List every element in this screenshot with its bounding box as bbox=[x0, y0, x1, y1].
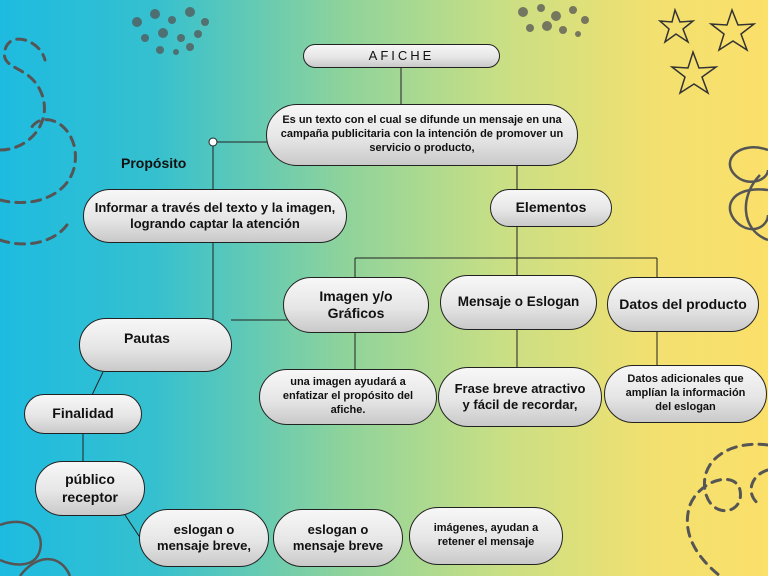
proposito-label: Propósito bbox=[121, 155, 187, 171]
finalidad-text: Finalidad bbox=[52, 405, 114, 422]
definition-text: Es un texto con el cual se difunde un me… bbox=[280, 114, 564, 154]
pautas-item-1-text: eslogan o mensaje breve, bbox=[157, 521, 251, 553]
pautas-item-2-text: eslogan o mensaje breve bbox=[292, 521, 384, 553]
proposito-text: Informar a través del texto y la imagen,… bbox=[94, 199, 336, 231]
element-imagen-desc: una imagen ayudará a enfatizar el propós… bbox=[259, 369, 437, 425]
element-datos-desc-text: Datos adicionales que amplían la informa… bbox=[625, 373, 746, 413]
pautas-item-2: eslogan o mensaje breve bbox=[273, 509, 403, 567]
pautas-text: Pautas bbox=[124, 330, 170, 347]
connector-pautas-finalidad bbox=[91, 371, 104, 396]
element-mensaje-desc: Frase breve atractivo y fácil de recorda… bbox=[438, 367, 602, 427]
element-datos-desc: Datos adicionales que amplían la informa… bbox=[604, 365, 767, 423]
pautas-item-3-text: imágenes, ayudan a retener el mensaje bbox=[433, 522, 539, 548]
element-mensaje-node: Mensaje o Eslogan bbox=[440, 275, 597, 330]
elementos-node: Elementos bbox=[490, 189, 612, 227]
element-datos-label: Datos del producto bbox=[619, 295, 747, 312]
title-text: AFICHE bbox=[368, 47, 435, 63]
pautas-item-3: imágenes, ayudan a retener el mensaje bbox=[409, 507, 563, 565]
element-mensaje-desc-text: Frase breve atractivo y fácil de recorda… bbox=[454, 380, 586, 412]
pautas-node: Pautas bbox=[79, 318, 232, 372]
element-mensaje-label: Mensaje o Eslogan bbox=[457, 294, 580, 310]
junction-dot bbox=[208, 137, 218, 147]
elementos-text: Elementos bbox=[515, 199, 587, 216]
element-imagen-desc-text: una imagen ayudará a enfatizar el propós… bbox=[282, 376, 414, 416]
definition-node: Es un texto con el cual se difunde un me… bbox=[266, 104, 578, 166]
element-imagen-label: Imagen y/o Gráficos bbox=[319, 287, 393, 322]
element-datos-node: Datos del producto bbox=[607, 277, 759, 332]
proposito-node: Informar a través del texto y la imagen,… bbox=[83, 189, 347, 243]
element-imagen-node: Imagen y/o Gráficos bbox=[283, 277, 429, 333]
publico-node: público receptor bbox=[35, 461, 145, 516]
publico-text: público receptor bbox=[61, 471, 119, 505]
finalidad-node: Finalidad bbox=[24, 394, 142, 434]
pautas-item-1: eslogan o mensaje breve, bbox=[139, 509, 269, 567]
title-node: AFICHE bbox=[303, 44, 500, 68]
